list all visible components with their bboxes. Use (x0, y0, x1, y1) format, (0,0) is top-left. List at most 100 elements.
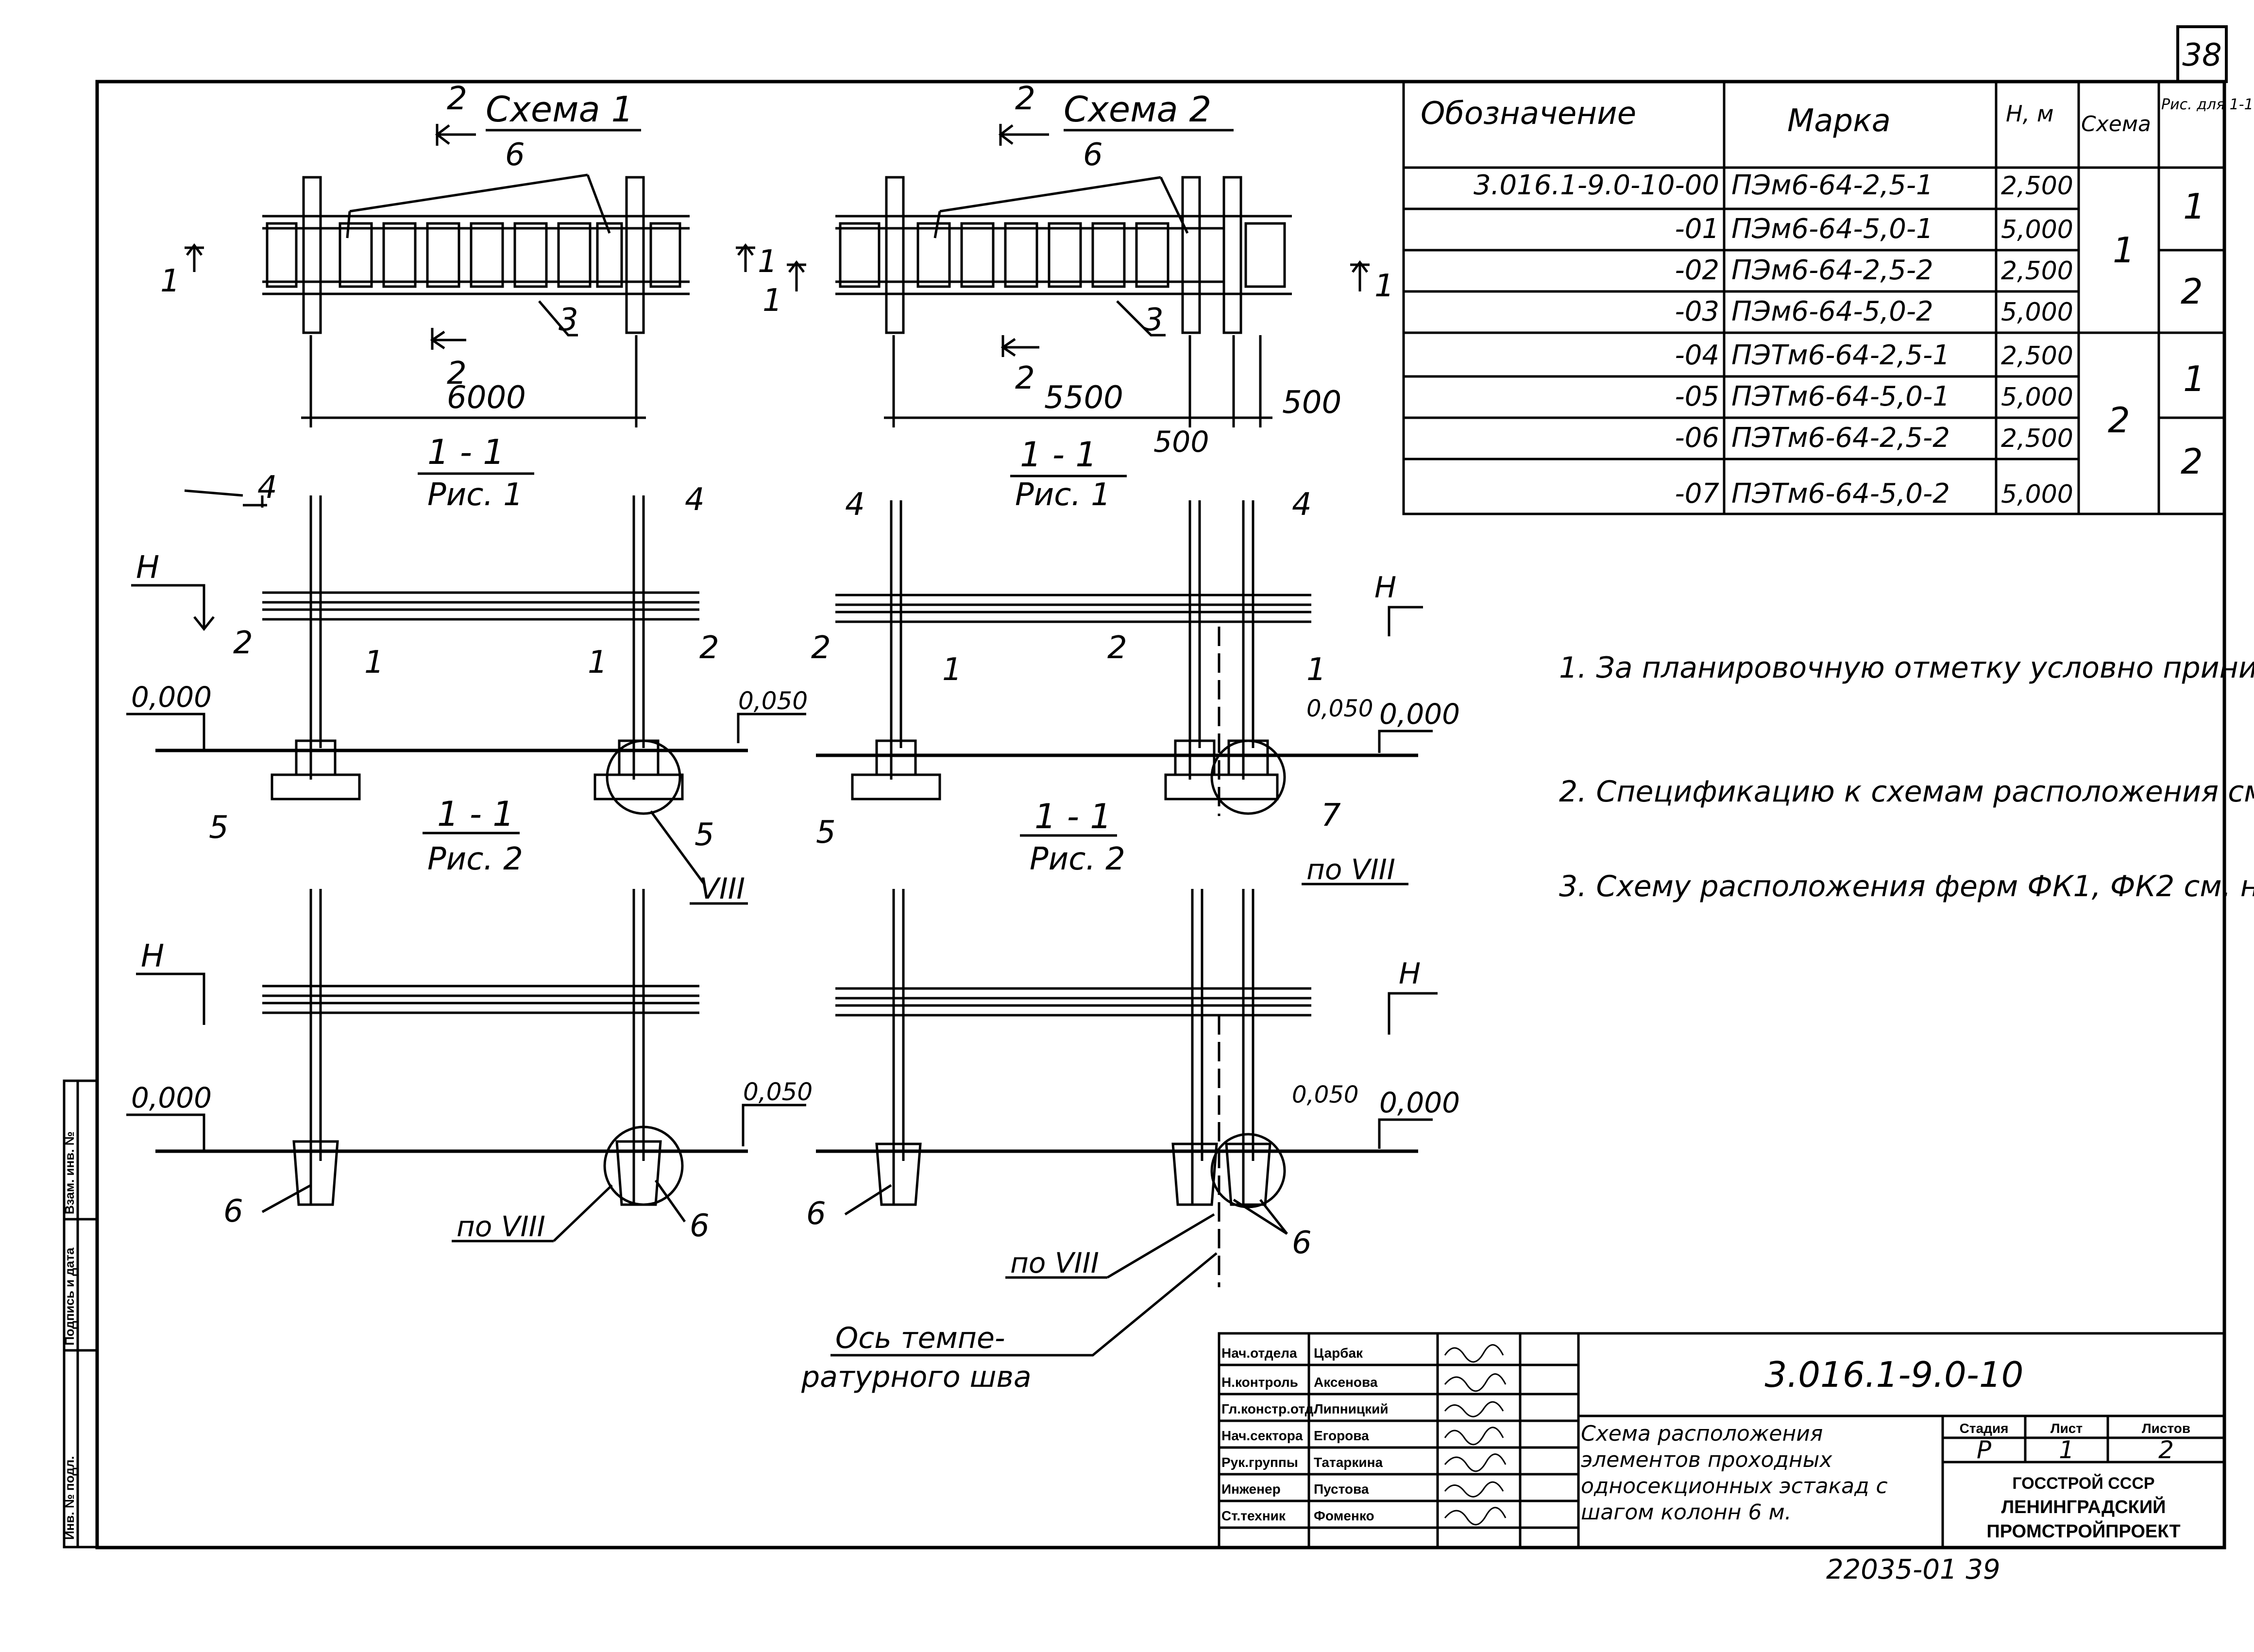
side-strip-replace: Взам. инв. № (62, 1131, 77, 1214)
spec-table: Обозначение Марка H, м Схема Рис. для 1-… (1402, 80, 2254, 515)
s1f1-pos6-left: 6 (223, 1193, 243, 1229)
spec-fig-value: 1 (2183, 358, 2205, 399)
spec-row-h: 5,000 (2001, 383, 2073, 412)
scheme1-cut-right: 1 (758, 244, 778, 280)
s1f2-node: VIII (699, 872, 745, 906)
spec-row-mark: ПЭТм6-64-5,0-2 (1731, 478, 1950, 510)
note-1: 1. За планировочную отметку условно прин… (1559, 651, 2254, 685)
spec-row-h: 5,000 (2001, 480, 2073, 509)
scheme2-cut-right: 1 (1374, 268, 1394, 304)
spec-row-h: 2,500 (2001, 341, 2073, 371)
scheme2-section: 1 - 1 (1020, 435, 1097, 475)
scheme1-subnum: 6 (505, 137, 525, 173)
role-5: Инженер (1221, 1482, 1281, 1497)
role-0: Нач.отдела (1221, 1345, 1297, 1361)
spec-header-h: H, м (2006, 101, 2054, 127)
spec-row-mark: ПЭТм6-64-5,0-1 (1731, 381, 1950, 412)
section-scheme1-fig2: 4 4 H 2 2 1 1 0,000 0,050 5 5 1 - 1 Рис.… (126, 470, 808, 906)
s2f2-fig: Рис. 2 (1030, 841, 1125, 877)
s1f1-pos6-right: 6 (690, 1208, 710, 1244)
spec-fig-value: 2 (2181, 441, 2203, 482)
axis-label-line2: ратурного шва (801, 1360, 1032, 1394)
s1f2-pos4-left: 4 (257, 470, 277, 506)
spec-row-mark: ПЭТм6-64-2,5-1 (1731, 340, 1950, 371)
s2f2-pos4-right: 4 (1292, 487, 1312, 523)
spec-row-h: 5,000 (2001, 215, 2073, 244)
name-6: Фоменко (1314, 1508, 1374, 1523)
sheet-header: Лист (2051, 1421, 2083, 1436)
sheets-value: 2 (2158, 1436, 2174, 1464)
s1f2-level-h: H (136, 550, 159, 586)
s2f2-pos4-left: 4 (845, 487, 865, 523)
spec-header-fig: Рис. для 1-1 (2161, 96, 2254, 113)
s2f2-pos2-right: 2 (1107, 630, 1127, 666)
name-3: Егорова (1314, 1428, 1369, 1443)
scheme2-dim-gap: 500 (1153, 425, 1209, 459)
s1f2-fig: Рис. 2 (427, 841, 523, 877)
spec-row-designation: -07 (1675, 478, 1720, 510)
spec-row-designation: -04 (1675, 340, 1719, 371)
section-scheme1-fig1: H 0,000 0,050 6 6 по VIII (126, 889, 813, 1244)
sheet-frame: 38 (95, 25, 2228, 1550)
s2f1-level-0000: 0,000 (1379, 1086, 1460, 1119)
scheme1-dim: 6000 (447, 380, 526, 416)
spec-row-h: 2,500 (2001, 256, 2073, 286)
role-4: Рук.группы (1221, 1455, 1298, 1470)
notes: 1. За планировочную отметку условно прин… (1559, 651, 2254, 903)
description-box: Схема расположения элементов проходных о… (1581, 1421, 1888, 1525)
s2f1-po-viii: по VIII (1010, 1246, 1099, 1279)
scheme1-pos3: 3 (559, 302, 578, 338)
s1f2-pos1-left: 1 (364, 645, 384, 681)
plan-scheme-2: 2 Схема 2 6 3 2 1 1 55 (763, 80, 1394, 513)
spec-row-mark: ПЭм6-64-2,5-1 (1731, 170, 1933, 201)
spec-row-designation: 3.016.1-9.0-10-00 (1474, 170, 1719, 201)
signatures (1444, 1344, 1507, 1526)
section-scheme2-fig1: H 0,050 0,000 6 6 по VIII Ось темпе- рат… (801, 889, 1460, 1394)
s1f1-po-viii: по VIII (457, 1210, 545, 1243)
spec-row-mark: ПЭТм6-64-2,5-2 (1731, 422, 1950, 454)
side-strip-inv: Инв. № подл. (62, 1456, 77, 1540)
scheme2-subnum: 6 (1083, 137, 1103, 173)
document-description: Схема расположения элементов проходных о… (1581, 1421, 1888, 1525)
name-5: Пустова (1314, 1482, 1369, 1497)
document-code: 3.016.1-9.0-10 (1765, 1354, 2024, 1395)
title-block: Нач.отдела Н.контроль Гл.констр.отд. Нач… (1218, 1332, 2226, 1549)
org-line-1: ГОССТРОЙ СССР (2012, 1474, 2154, 1493)
spec-row-h: 2,500 (2001, 171, 2073, 201)
scheme1-fig: Рис. 1 (427, 477, 523, 513)
s1f2-pos2-right: 2 (699, 630, 719, 666)
s1f2-pos5-left: 5 (209, 810, 229, 846)
s2f2-pos7: 7 (1321, 798, 1341, 834)
s2f2-level-h: H (1374, 571, 1396, 605)
spec-header-mark: Марка (1787, 103, 1891, 139)
s2f2-pos1-left: 1 (942, 652, 962, 688)
org-line-3: ПРОМСТРОЙПРОЕКТ (1986, 1520, 2180, 1542)
spec-row-mark: ПЭм6-64-2,5-2 (1731, 255, 1933, 286)
s2f1-level-h: H (1399, 957, 1421, 991)
s2f1-pos6-right: 6 (1292, 1225, 1312, 1261)
scheme2-cut-left: 1 (763, 283, 782, 319)
spec-scheme-value: 1 (2113, 230, 2135, 271)
s2f2-level-0000: 0,000 (1379, 698, 1460, 731)
spec-fig-value: 1 (2183, 186, 2205, 227)
scheme1-section: 1 - 1 (427, 432, 505, 472)
scheme2-dim-main: 5500 (1044, 380, 1123, 416)
archive-number: 22035-01 39 (1826, 1554, 2000, 1585)
plan-scheme-1: 2 Схема 1 6 3 2 1 1 6000 1 - 1 (160, 80, 778, 513)
role-6: Ст.техник (1221, 1508, 1286, 1523)
s1f2-pos5-right: 5 (695, 817, 714, 853)
name-0: Царбак (1314, 1345, 1363, 1361)
spec-scheme-value: 2 (2108, 400, 2130, 441)
s1f1-level-0000: 0,000 (131, 1081, 212, 1114)
section-scheme2-fig2: 4 4 H 2 2 1 1 0,050 0,000 5 7 1 - 1 Рис.… (811, 487, 1460, 886)
s1f2-pos2-left: 2 (233, 625, 253, 661)
s1f2-level-0000: 0,000 (131, 681, 212, 714)
stage-value: Р (1977, 1436, 1992, 1464)
spec-row-mark: ПЭм6-64-5,0-2 (1731, 296, 1933, 327)
spec-row-designation: -03 (1675, 296, 1719, 327)
scheme2-title: Схема 2 (1064, 89, 1211, 130)
role-3: Нач.сектора (1221, 1428, 1303, 1443)
sheets-header: Листов (2142, 1421, 2190, 1436)
scheme2-pos3: 3 (1144, 302, 1164, 338)
